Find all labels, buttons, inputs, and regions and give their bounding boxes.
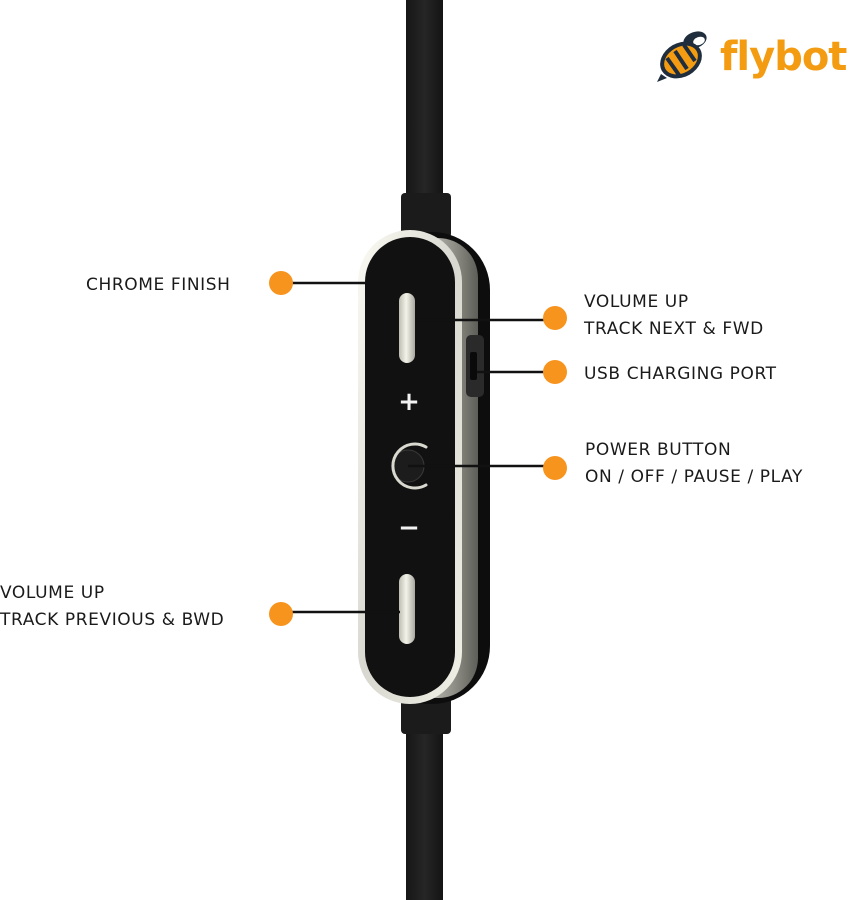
cable-top xyxy=(406,0,443,200)
bee-logo-icon xyxy=(657,31,707,82)
brand-name: flybot xyxy=(720,34,847,80)
volume-down-button[interactable] xyxy=(399,574,415,644)
label-power-button: POWER BUTTON ON / OFF / PAUSE / PLAY xyxy=(585,437,803,491)
volume-up-button[interactable] xyxy=(399,293,415,363)
callout-dot-volume-down xyxy=(269,602,293,626)
minus-symbol: − xyxy=(398,513,420,543)
label-usb-port-line1: USB CHARGING PORT xyxy=(584,364,777,384)
callout-dot-power xyxy=(543,456,567,480)
power-button-ring xyxy=(391,442,428,490)
label-chrome-finish-line1: CHROME FINISH xyxy=(86,275,231,295)
usb-port-slot xyxy=(470,352,477,380)
callout-dot-chrome xyxy=(269,271,293,295)
cable-collar-top xyxy=(401,193,451,238)
label-power-button-line1: POWER BUTTON xyxy=(585,440,732,460)
plus-symbol: + xyxy=(398,387,420,417)
label-chrome-finish: CHROME FINISH xyxy=(86,272,231,299)
label-volume-up-prev-line1: VOLUME UP xyxy=(0,583,105,603)
label-volume-up-next: VOLUME UP TRACK NEXT & FWD xyxy=(584,289,764,343)
label-volume-up-next-line1: VOLUME UP xyxy=(584,292,689,312)
callout-dot-usb xyxy=(543,360,567,384)
label-volume-up-next-line2: TRACK NEXT & FWD xyxy=(584,319,764,339)
label-power-button-line2: ON / OFF / PAUSE / PLAY xyxy=(585,467,804,487)
label-volume-up-prev-line2: TRACK PREVIOUS & BWD xyxy=(0,610,225,630)
brand-logo: flybot xyxy=(655,28,850,88)
callout-dot-volume-up xyxy=(543,306,567,330)
label-usb-port: USB CHARGING PORT xyxy=(584,361,777,388)
label-volume-up-prev: VOLUME UP TRACK PREVIOUS & BWD xyxy=(0,580,224,634)
cable-bottom xyxy=(406,720,443,900)
